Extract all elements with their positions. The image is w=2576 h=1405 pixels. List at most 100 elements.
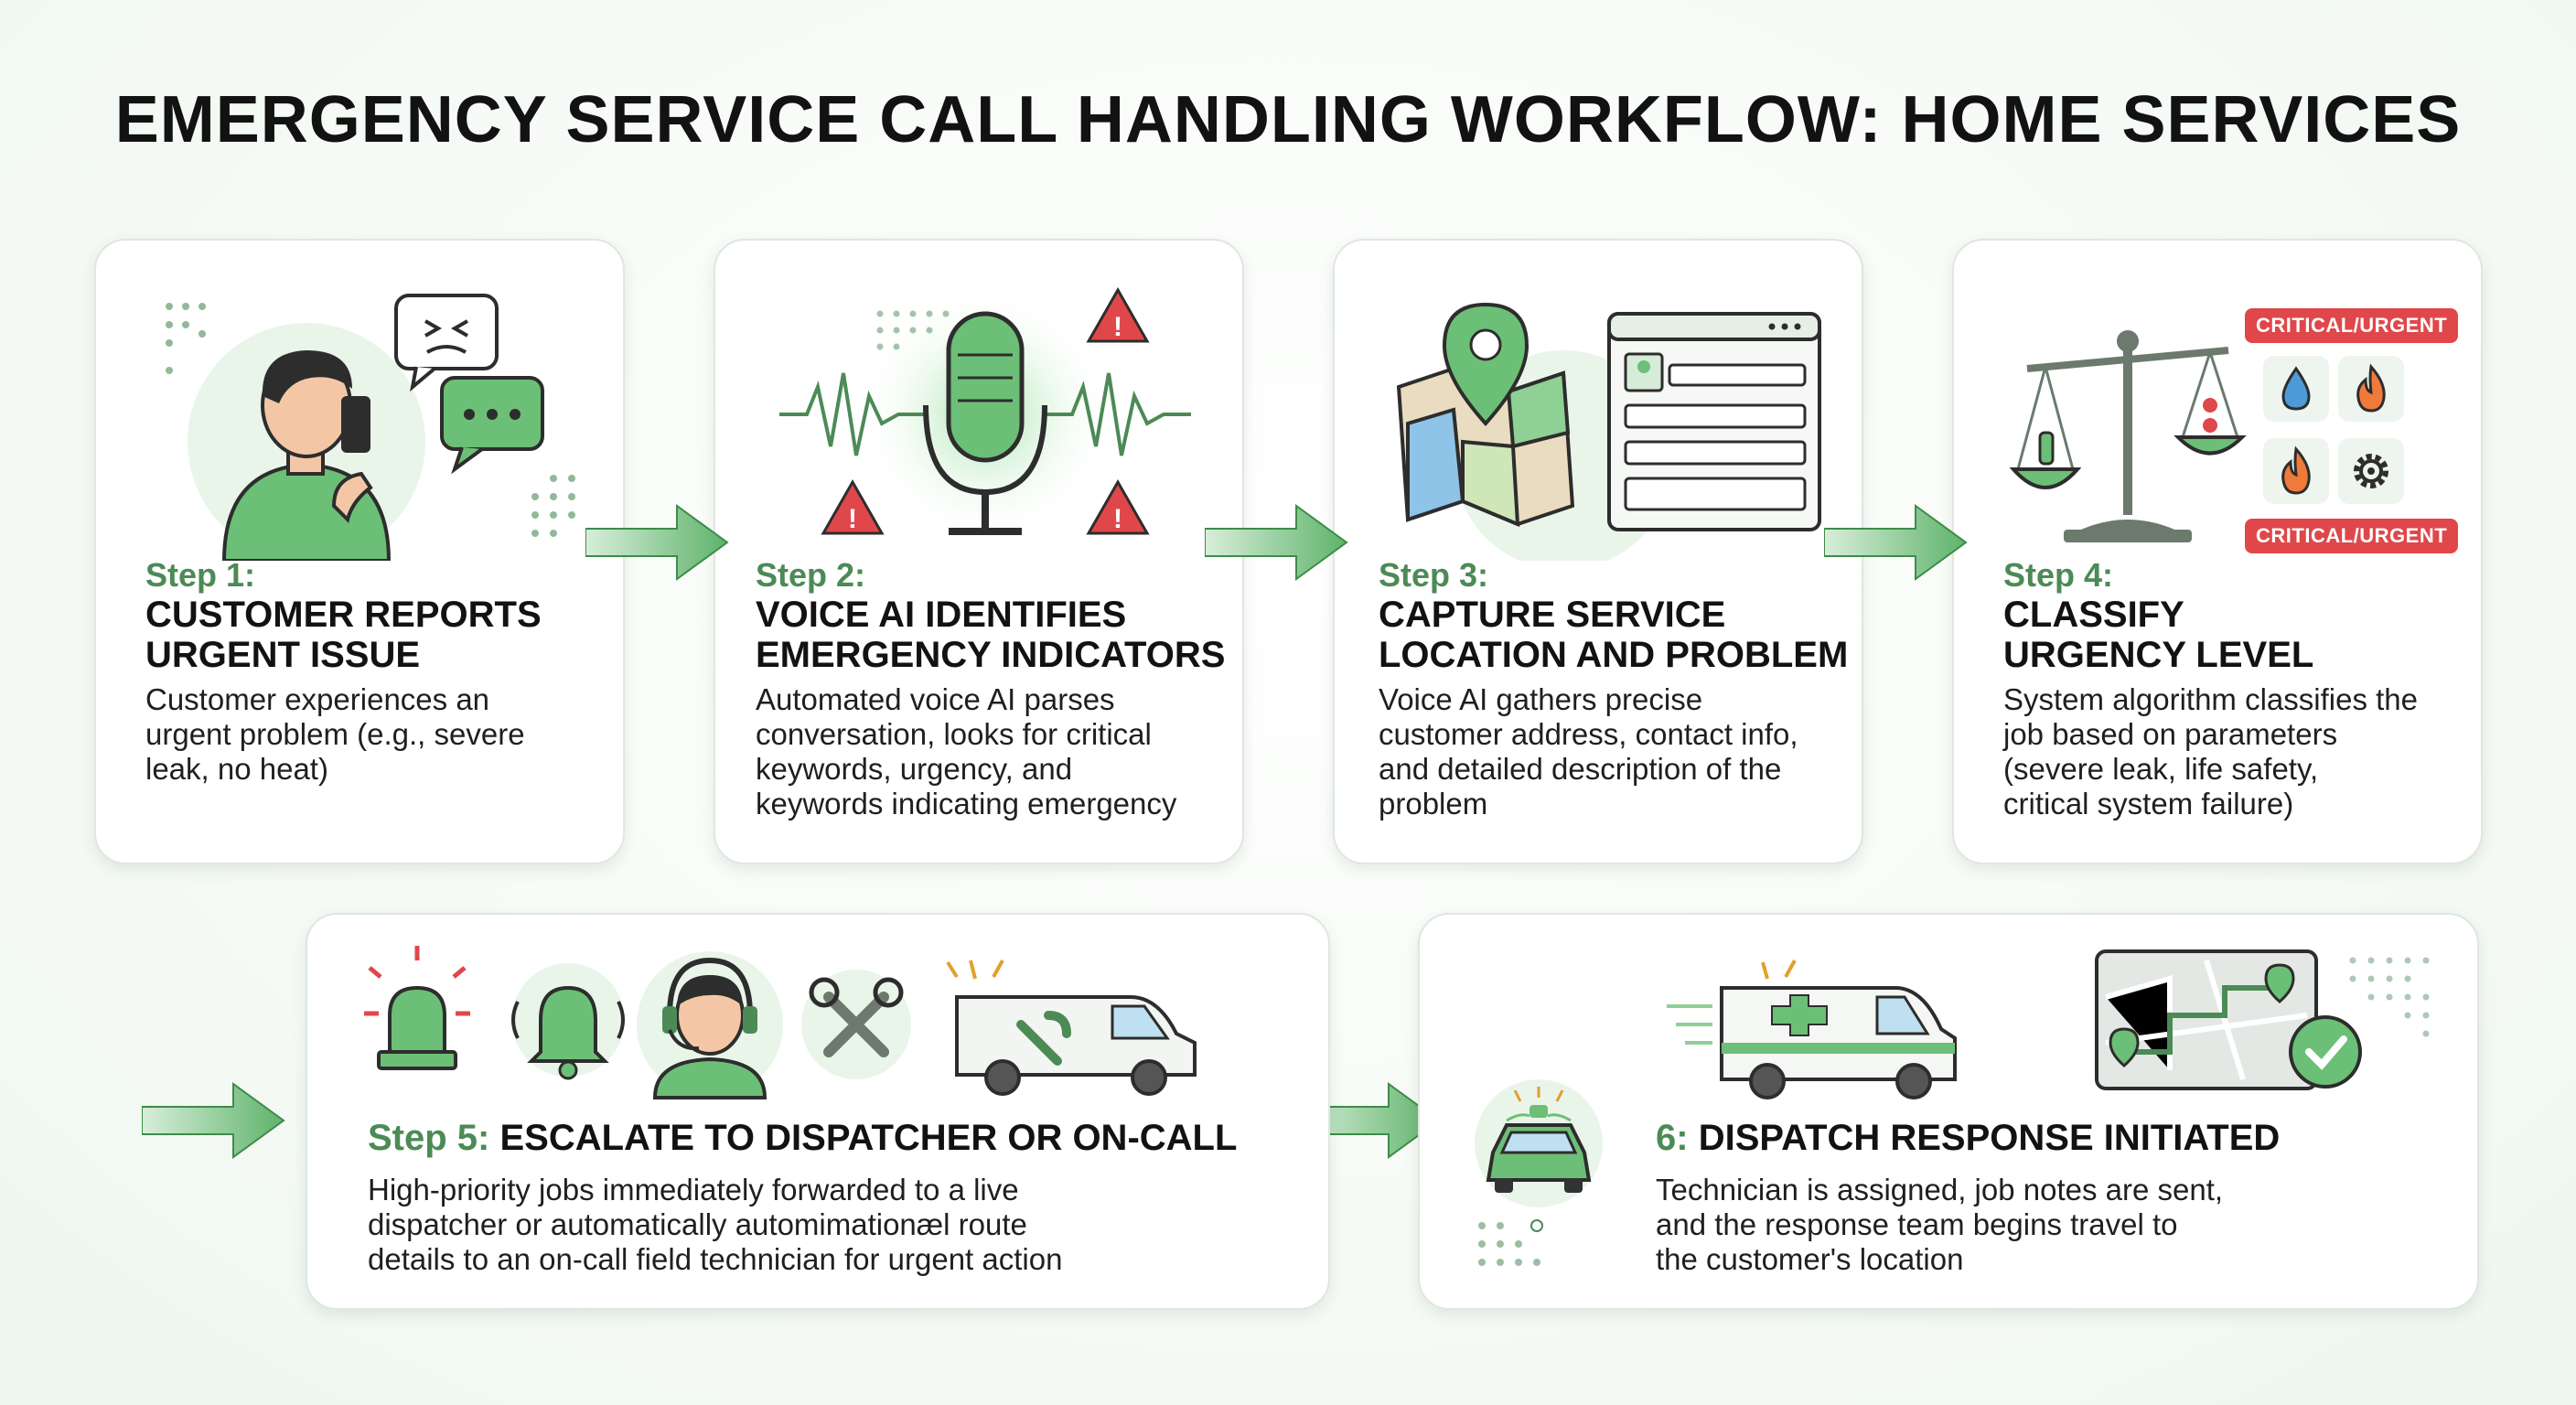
description-line: critical system failure) [2003,787,2294,820]
dots-decoration [876,310,950,350]
flow-arrow-icon [1824,504,1968,581]
flame-icon [2281,445,2311,495]
description-line: details to an on-call field technician f… [368,1242,1063,1276]
step-label: Step 3: [1379,556,1489,594]
flame-tile [2263,438,2329,504]
step-title: CAPTURE SERVICE LOCATION AND PROBLEM [1379,595,1848,675]
step-title-line: VOICE AI IDENTIFIES [756,595,1127,635]
description-line: keywords indicating emergency [756,787,1177,820]
step-label: Step 1: [145,556,256,594]
description-line: leak, no heat) [145,752,328,786]
step-title-line: CLASSIFY [2003,595,2184,635]
step-label: 6: [1656,1118,1689,1158]
step-description: High-priority jobs immediately forwarded… [368,1173,1062,1277]
description-line: urgent problem (e.g., severe [145,717,525,751]
step-4-card: CRITICAL/URGENT CRITICAL/URGENT Step 4: … [1952,239,2483,864]
step-label: Step 2: [756,556,866,594]
form-window-icon [1607,312,1821,531]
svg-text:!: ! [1113,312,1122,342]
step-title-line: EMERGENCY INDICATORS [756,635,1226,675]
step-5-icons [364,946,1197,1099]
location-pin-icon [1442,302,1530,426]
route-map-icon [2095,949,2318,1090]
service-van-icon [946,960,1197,1096]
gear-icon [2354,454,2388,488]
step-title: CUSTOMER REPORTS URGENT ISSUE [145,595,542,675]
water-drop-icon [2281,366,2311,411]
flow-arrow-icon [142,1082,285,1159]
balance-scale-icon [2009,330,2247,542]
svg-text:!: ! [848,504,857,534]
microphone-icon [923,311,1047,535]
water-drop-tile [2263,356,2329,422]
description-line: keywords, urgency, and [756,752,1073,786]
step-title-line: URGENCY LEVEL [2003,635,2314,675]
step-title-line: CAPTURE SERVICE [1379,595,1726,635]
sound-wave-icon [779,372,926,456]
step-title: Step 5: ESCALATE TO DISPATCHER OR ON-CAL… [368,1118,1237,1158]
sound-wave-icon [1045,372,1191,456]
step-6-card: 6: DISPATCH RESPONSE INITIATED Technicia… [1418,913,2479,1310]
car-icon [1475,1079,1603,1266]
dots-decoration [2349,957,2430,1037]
step-title: CLASSIFY URGENCY LEVEL [2003,595,2313,675]
urgency-badge: CRITICAL/URGENT [2245,519,2459,553]
step-3-illustration [1396,302,1821,561]
angry-speech-bubble-icon [394,294,499,392]
siren-icon [364,946,470,1070]
description-line: and the response team begins travel to [1656,1207,2178,1241]
flame-icon [2356,363,2386,413]
flow-arrow-icon [585,504,729,581]
step-description: System algorithm classifies the job base… [2003,682,2418,821]
step-title-line: CUSTOMER REPORTS [145,595,542,635]
urgency-badge: CRITICAL/URGENT [2245,308,2459,343]
description-line: Technician is assigned, job notes are se… [1656,1173,2224,1207]
bell-icon [511,963,625,1080]
checkmark-icon [2289,1015,2362,1089]
step-title: 6: DISPATCH RESPONSE INITIATED [1656,1118,2280,1158]
svg-text:!: ! [1113,504,1122,534]
step-6-icons-top [1667,949,2362,1099]
step-title-line: URGENT ISSUE [145,635,421,675]
description-line: customer address, contact info, [1379,717,1798,751]
map-icon [1396,366,1575,528]
page-title: EMERGENCY SERVICE CALL HANDLING WORKFLOW… [114,83,2462,156]
gear-tile [2338,438,2404,504]
step-1-illustration [166,294,575,561]
ambulance-icon [1720,960,1957,1099]
dots-decoration [166,303,575,537]
description-line: (severe leak, life safety, [2003,752,2319,786]
step-title: VOICE AI IDENTIFIES EMERGENCY INDICATORS [756,595,1225,675]
step-description: Customer experiences an urgent problem (… [145,682,525,787]
step-2-card: !!! Step 2: VOICE AI IDENTIFIES EMERGENC… [714,239,1244,864]
description-line: dispatcher or automatically automimation… [368,1207,1027,1241]
typing-speech-bubble-icon [440,376,544,475]
step-title-text: DISPATCH RESPONSE INITIATED [1698,1118,2281,1158]
dispatcher-headset-icon [637,951,783,1099]
step-title-text: ESCALATE TO DISPATCHER OR ON-CALL [499,1118,1238,1158]
description-line: Customer experiences an [145,682,490,716]
step-2-illustration: !!! [779,286,1191,542]
description-line: Automated voice AI parses [756,682,1115,716]
description-line: and detailed description of the [1379,752,1782,786]
description-line: the customer's location [1656,1242,1964,1276]
flow-arrow-icon [1205,504,1348,581]
step-description: Automated voice AI parses conversation, … [756,682,1176,821]
flame-tile [2338,356,2404,422]
step-5-card: Step 5: ESCALATE TO DISPATCHER OR ON-CAL… [306,913,1330,1310]
step-1-card: Step 1: CUSTOMER REPORTS URGENT ISSUE Cu… [94,239,625,864]
step-title-line: LOCATION AND PROBLEM [1379,635,1849,675]
step-label: Step 4: [2003,556,2114,594]
step-3-card: Step 3: CAPTURE SERVICE LOCATION AND PRO… [1333,239,1863,864]
description-line: High-priority jobs immediately forwarded… [368,1173,1019,1207]
description-line: conversation, looks for critical [756,717,1152,751]
warning-icon [821,286,1150,535]
step-description: Voice AI gathers precise customer addres… [1379,682,1798,821]
description-line: problem [1379,787,1488,820]
step-label: Step 5: [368,1118,490,1158]
description-line: job based on parameters [2003,717,2338,751]
step-description: Technician is assigned, job notes are se… [1656,1173,2223,1277]
description-line: System algorithm classifies the [2003,682,2418,716]
description-line: Voice AI gathers precise [1379,682,1703,716]
person-phone-icon [221,350,392,561]
